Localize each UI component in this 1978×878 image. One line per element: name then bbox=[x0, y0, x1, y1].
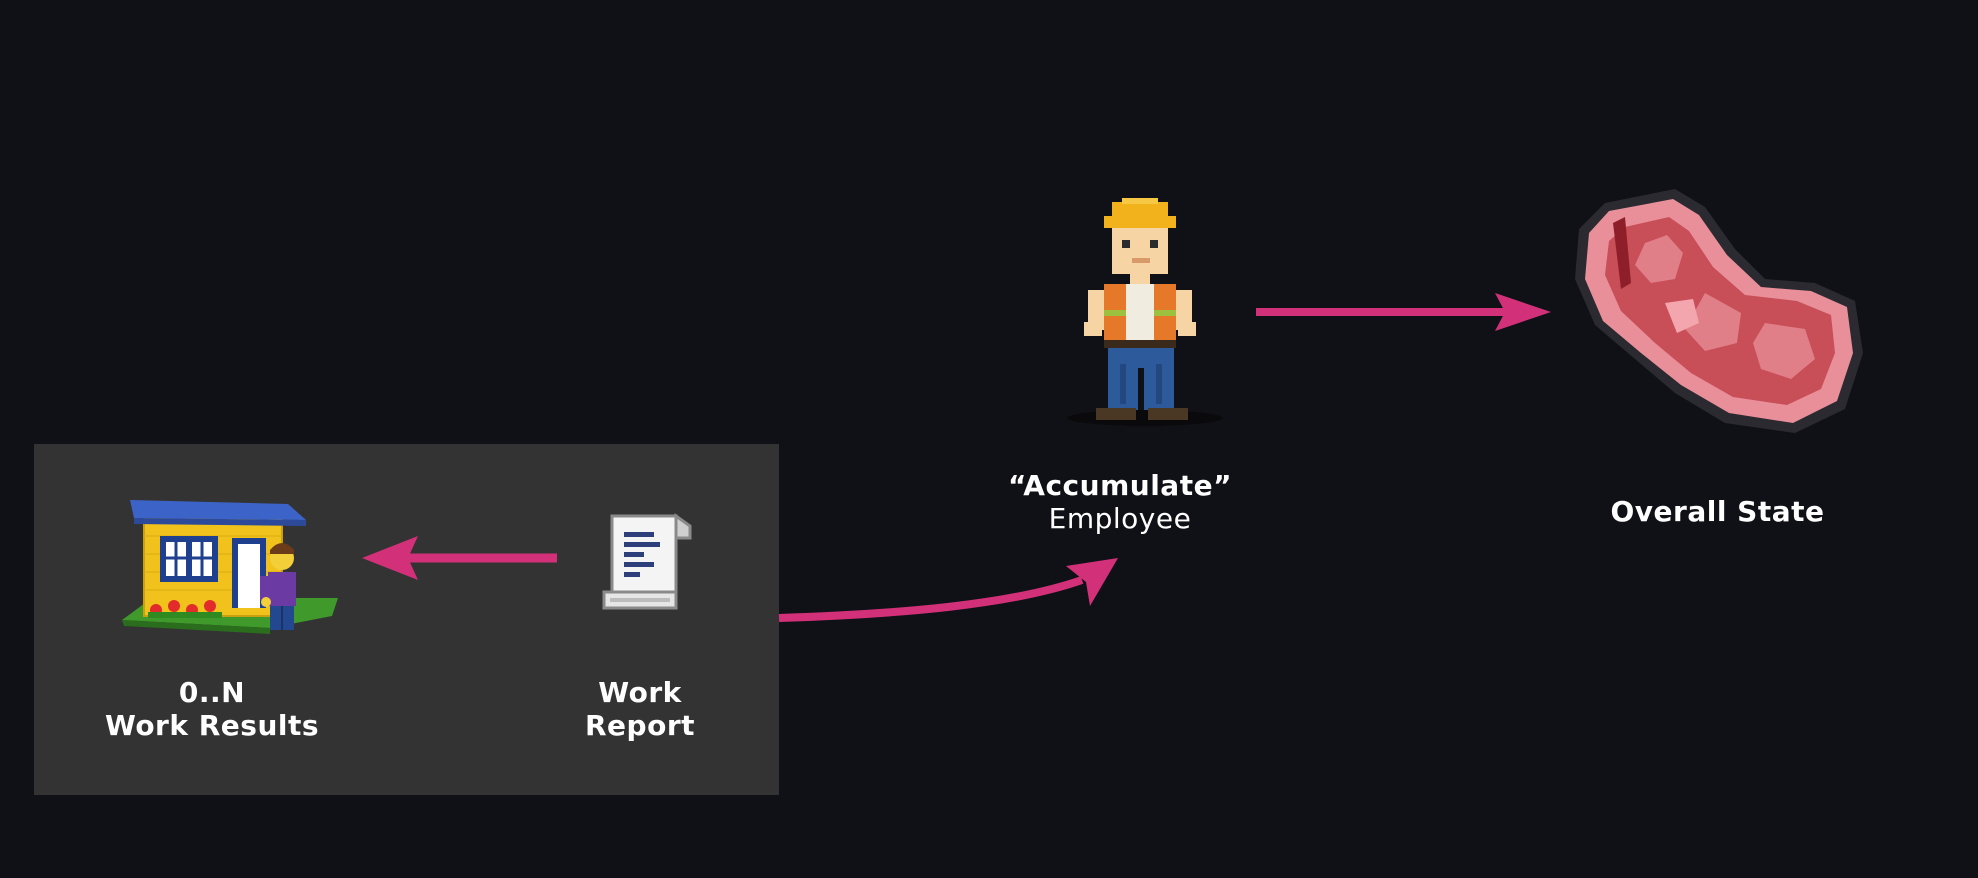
overall-state-title: Overall State bbox=[1610, 495, 1825, 528]
employee-qualifier: “Accumulate” bbox=[1008, 469, 1232, 502]
arrow-report-to-employee bbox=[778, 558, 1118, 622]
work-results-label: 0..N Work Results bbox=[70, 676, 354, 742]
meat-steak-icon bbox=[1565, 183, 1875, 438]
overall-state-label: Overall State bbox=[1560, 495, 1875, 528]
lego-house-icon bbox=[120, 488, 342, 638]
document-scroll-icon bbox=[600, 512, 696, 612]
employee-title: Employee bbox=[1048, 502, 1192, 536]
arrow-employee-to-state bbox=[1256, 293, 1551, 331]
work-results-title: Work Results bbox=[104, 709, 320, 743]
work-results-count: 0..N bbox=[178, 676, 246, 709]
work-report-line-2: Report bbox=[584, 709, 696, 743]
construction-worker-icon bbox=[1060, 194, 1230, 429]
employee-label: “Accumulate” Employee bbox=[960, 469, 1280, 535]
work-report-label: Work Report bbox=[540, 676, 740, 742]
work-report-line-1: Work bbox=[598, 676, 682, 709]
